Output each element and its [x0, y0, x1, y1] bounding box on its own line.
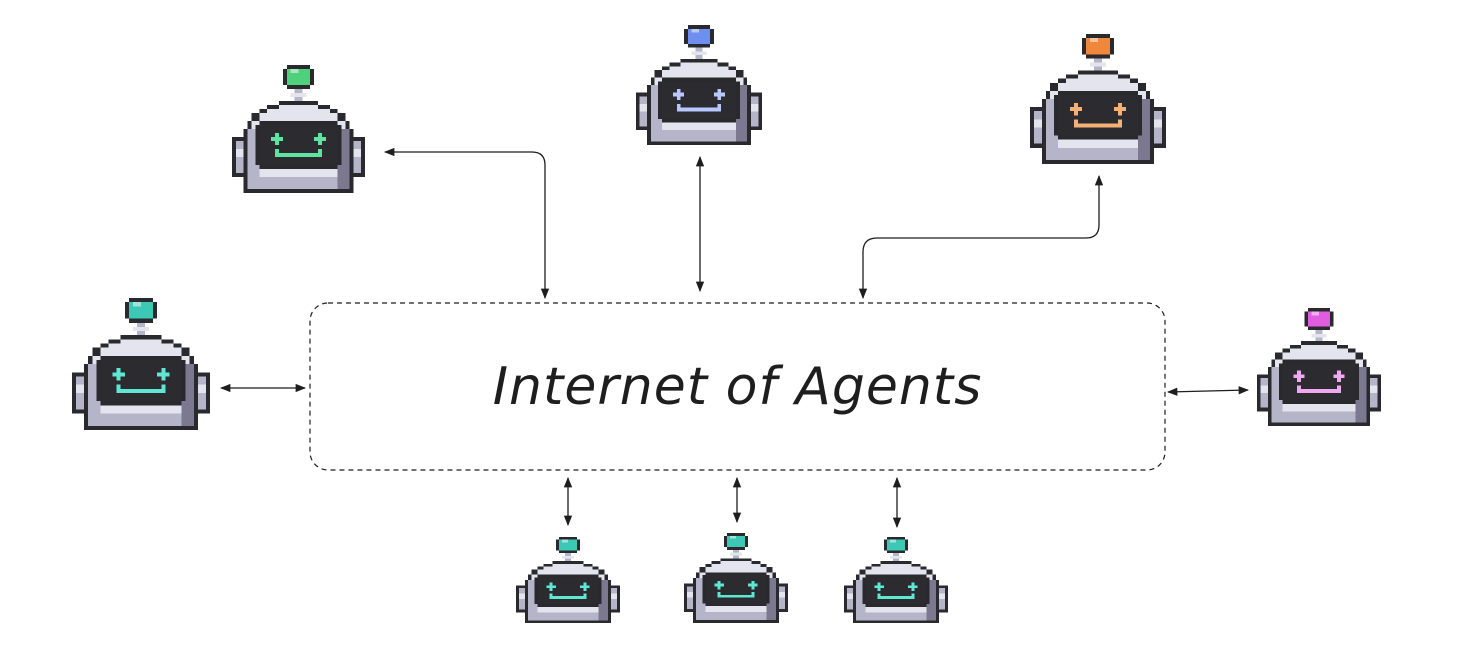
arrow-orange-robot — [858, 174, 1104, 300]
robot-face-icon — [862, 574, 930, 607]
arrow-green-robot — [383, 147, 550, 300]
robot-orange — [1030, 34, 1166, 164]
robot-magenta — [1257, 308, 1381, 426]
antenna-icon — [1082, 34, 1114, 71]
robot-face-icon — [1054, 90, 1142, 140]
robot-green — [232, 65, 365, 193]
robot-face-icon — [96, 355, 186, 406]
antenna-icon — [1304, 308, 1334, 342]
robot-teal-left — [72, 298, 210, 430]
antenna-icon — [723, 533, 749, 559]
robot-face-icon — [702, 572, 770, 607]
antenna-icon — [282, 65, 315, 101]
antenna-icon — [883, 537, 909, 562]
antenna-icon — [555, 537, 581, 562]
robot-teal-bottom-2 — [684, 533, 788, 623]
internet-of-agents-box — [309, 302, 1166, 471]
arrow-right-robot — [1166, 386, 1250, 396]
antenna-icon — [124, 298, 158, 336]
robot-face-icon — [255, 121, 342, 169]
robot-blue — [636, 25, 762, 145]
robot-face-icon — [658, 77, 740, 123]
robot-face-icon — [1278, 359, 1360, 404]
robot-teal-bottom-1 — [516, 537, 620, 623]
robot-teal-bottom-3 — [844, 537, 948, 623]
antenna-icon — [684, 25, 714, 59]
diagram-title: Internet of Agents — [492, 356, 983, 417]
robot-face-icon — [534, 574, 602, 607]
